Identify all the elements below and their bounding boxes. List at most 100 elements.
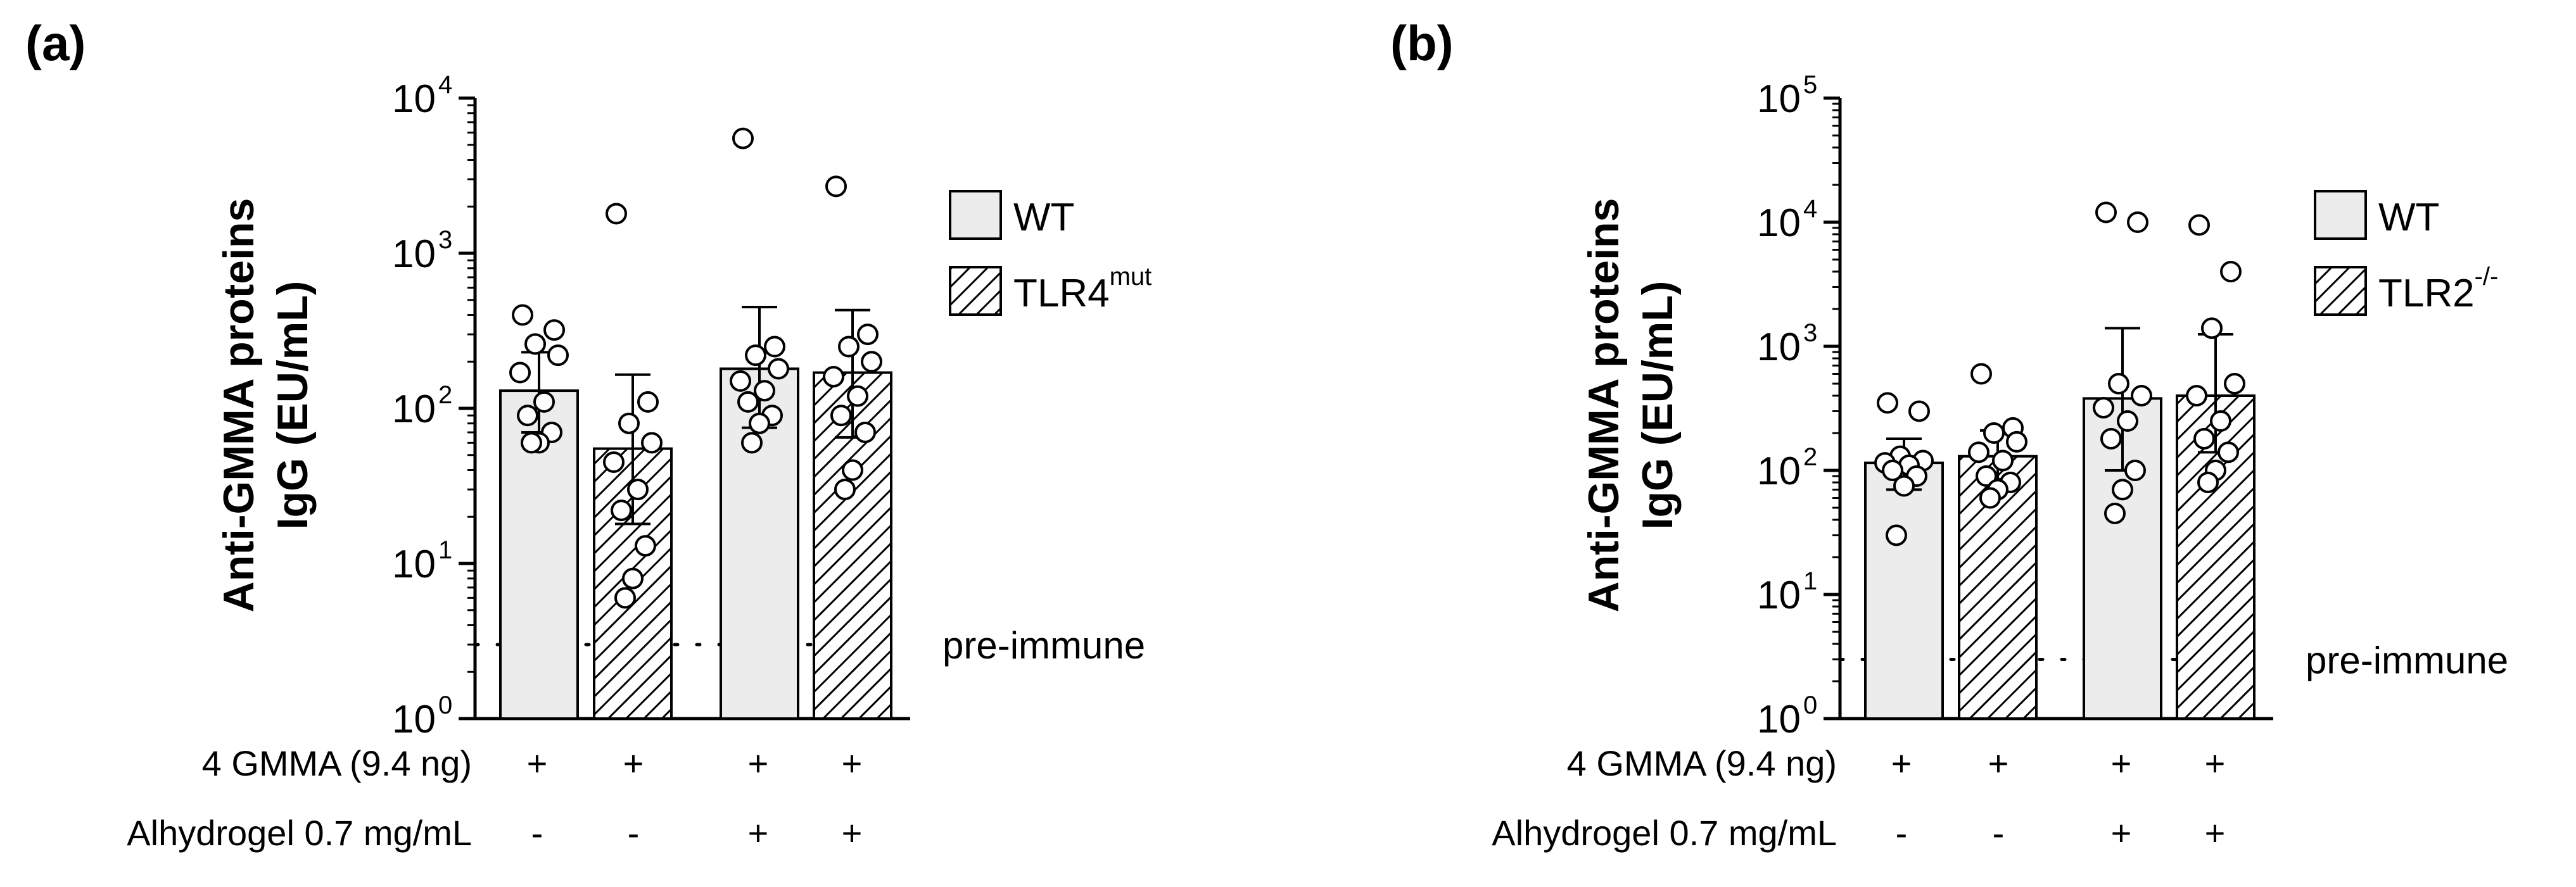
y-tick-exponent: 1 [1803, 567, 1817, 595]
data-point [2131, 384, 2152, 406]
data-point [830, 405, 852, 427]
data-point [854, 421, 876, 443]
data-point [1992, 450, 2014, 472]
condition-row-label: 4 GMMA (9.4 ng) [1567, 743, 1837, 783]
condition-sign: + [842, 813, 863, 853]
data-point [768, 358, 789, 380]
data-point [2220, 260, 2242, 282]
data-point [635, 535, 656, 557]
data-point [606, 203, 627, 225]
data-point [547, 344, 569, 367]
data-point [2117, 410, 2138, 432]
legend-label: TLR2-/- [2378, 263, 2498, 315]
data-point [749, 412, 770, 434]
pre-immune-label: pre-immune [2306, 639, 2508, 681]
legend-label: TLR4mut [1013, 263, 1152, 315]
condition-sign: - [1993, 813, 2005, 853]
y-tick-label: 10 [1757, 574, 1801, 617]
y-tick-exponent: 4 [1803, 195, 1817, 223]
panel-b-label: (b) [1390, 15, 1454, 71]
condition-sign: + [2205, 813, 2226, 853]
legend-label: WT [2378, 196, 2439, 239]
data-point [2193, 427, 2215, 450]
condition-sign: + [1891, 743, 1912, 783]
data-point [1983, 422, 2005, 444]
data-point [622, 567, 644, 589]
data-point [521, 432, 542, 454]
condition-sign: + [527, 743, 548, 783]
data-point [764, 336, 785, 358]
data-point [603, 451, 625, 473]
y-tick-label: 10 [1757, 698, 1801, 741]
condition-sign: + [842, 743, 863, 783]
condition-sign: - [1896, 813, 1908, 853]
y-tick-exponent: 4 [438, 71, 452, 99]
legend-swatch [2314, 266, 2367, 316]
data-point [2006, 431, 2027, 453]
data-point [533, 391, 555, 413]
y-tick-label: 10 [392, 387, 436, 431]
legend-label-superscript: -/- [2475, 263, 2499, 291]
data-point [745, 344, 766, 367]
pre-immune-label: pre-immune [942, 624, 1145, 667]
condition-sign: + [623, 743, 644, 783]
y-tick-exponent: 5 [1803, 71, 1817, 99]
condition-sign: + [748, 813, 769, 853]
data-point [842, 459, 863, 481]
legend-label: WT [1013, 196, 1074, 239]
data-point [823, 365, 844, 387]
condition-row-label: Alhydrogel 0.7 mg/mL [127, 813, 472, 853]
legend-swatch [949, 266, 1002, 316]
y-tick-exponent: 2 [438, 381, 452, 409]
data-point [847, 385, 868, 407]
y-tick-label: 10 [1757, 77, 1801, 121]
condition-row-label: Alhydrogel 0.7 mg/mL [1492, 813, 1837, 853]
y-tick-label: 10 [392, 77, 436, 121]
y-tick-exponent: 2 [1803, 443, 1817, 471]
data-point [2108, 373, 2129, 395]
data-point [2210, 410, 2231, 432]
data-point [1976, 465, 1997, 487]
condition-sign: - [531, 813, 543, 853]
data-point [1886, 524, 1907, 546]
legend-swatch [2314, 190, 2367, 240]
data-point [2100, 427, 2122, 450]
panel-b-ylabel-line1: Anti-GMMA proteins [1580, 198, 1628, 613]
data-point [1970, 363, 1992, 385]
data-point [512, 304, 533, 326]
data-point [627, 479, 649, 501]
data-point [834, 479, 856, 501]
data-point [2197, 471, 2219, 493]
bar [1864, 462, 1944, 720]
data-point [543, 319, 565, 341]
data-point [2127, 211, 2148, 233]
y-tick-label: 10 [1757, 325, 1801, 369]
panel-a-ylabel-line2: IgG (EU/mL) [269, 281, 317, 530]
y-tick-label: 10 [1757, 201, 1801, 245]
y-tick-label: 10 [392, 543, 436, 586]
data-point [732, 127, 754, 149]
legend-label-superscript: mut [1110, 263, 1152, 291]
data-point [1968, 441, 1989, 463]
data-point [614, 587, 636, 609]
data-point [618, 412, 640, 434]
data-point [2201, 317, 2223, 339]
data-point [517, 405, 538, 427]
y-tick-exponent: 0 [438, 691, 452, 719]
condition-sign: + [2205, 743, 2226, 783]
data-point [857, 324, 879, 346]
data-point [754, 380, 775, 402]
data-point [825, 175, 847, 198]
data-point [1882, 460, 1903, 481]
y-tick-label: 10 [392, 232, 436, 276]
panel-b-ylabel-line2: IgG (EU/mL) [1634, 281, 1682, 530]
data-point [2112, 479, 2133, 501]
y-tick-exponent: 0 [1803, 691, 1817, 719]
condition-sign: + [748, 743, 769, 783]
data-point [838, 336, 860, 358]
data-point [2224, 373, 2245, 395]
condition-sign: + [2111, 743, 2132, 783]
